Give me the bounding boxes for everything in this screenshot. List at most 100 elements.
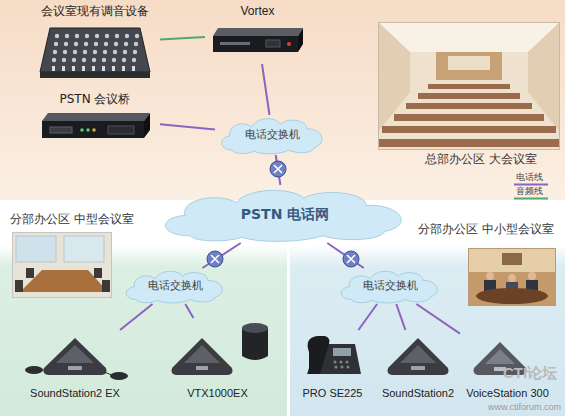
node-label: 电话交换机 [120,280,230,293]
legend-line-sample [514,183,548,186]
watermark-text: www.ctiforum.com [488,402,561,412]
conference-phone: SoundStation2 [378,330,458,402]
photo-screen [448,56,490,70]
conference-phone: VTX1000EX [160,318,275,402]
node-label: 电话交换机 [215,129,330,142]
decor-path [400,345,436,363]
decor-polygon [144,113,150,138]
decor-circle [113,50,117,54]
meeting-room-photo [468,248,556,306]
phone-line [203,243,241,268]
decor-ellipse [110,372,128,380]
photo-table [476,288,548,304]
node-label: 总部办公区 大会议室 [425,153,537,167]
decor-g [334,361,350,369]
decor-rect [102,66,105,71]
node-label: VoiceStation 300 [460,387,555,400]
photo-seats [378,139,560,147]
decor-svg [20,330,130,382]
phone-line [396,304,405,330]
photo-seats [406,103,532,109]
photo-window [64,236,104,262]
decor-circle [334,361,337,364]
network-cloud: PSTN 电话网 [150,185,420,243]
decor-path [308,336,330,374]
decor-circle [341,366,344,369]
decor-circle [54,42,58,46]
decor-circle [85,34,89,38]
decor-circle [53,50,57,54]
decor-path [388,338,449,375]
router-body [343,251,359,267]
router-body [207,251,223,267]
phone-line [262,64,270,115]
phone-line [358,304,377,330]
photo-person [508,274,516,282]
decor-circle [102,58,106,62]
meeting-room-photo [12,232,112,298]
decor-rect [132,66,135,71]
decor-circle [340,361,343,364]
vortex-device: Vortex [205,4,310,64]
decor-circle [86,128,90,132]
decor-svg [378,330,458,382]
photo-seats [428,84,510,89]
decor-rect [196,366,208,370]
decor-circle [52,58,56,62]
photo-seats [418,93,520,99]
decor-polygon [298,28,303,52]
decor-rect [112,66,115,71]
node-label: SoundStation2 EX [20,387,130,400]
device-illustration [20,330,130,382]
switch-cloud: 电话交换机 [215,115,330,155]
auditorium-photo [378,22,560,150]
decor-path [184,345,220,363]
photo-ceiling [378,22,560,52]
mixer-device: 会议室现有调音设备 [30,4,160,82]
decor-svg [160,318,275,380]
phone-line [327,243,364,268]
decor-circle [75,34,79,38]
decor-circle [335,366,338,369]
decor-rect [68,366,82,370]
photo-picture [502,253,522,265]
photo-bg [468,248,556,306]
phone-line [185,304,193,318]
photo-seats [382,126,556,133]
decor-circle [105,34,109,38]
node-label: 电话交换机 [335,280,445,293]
photo-chair [26,268,34,278]
legend-label: 音频线 [516,186,543,196]
decor-circle [94,42,98,46]
decor-polygon [40,28,150,72]
legend-line [514,184,548,186]
decor-rect [82,66,85,71]
router-symbol [342,250,360,268]
switch-cloud: 电话交换机 [120,268,230,304]
photo-person [528,272,536,280]
router-body [270,161,286,177]
decor-rect [266,40,280,47]
decor-circle [82,58,86,62]
decor-svg [210,24,305,58]
phone-line [276,155,281,185]
decor-rect [213,36,298,52]
node-label: Vortex [205,5,310,19]
decor-rect [40,72,150,78]
decor-circle [287,42,291,46]
router-symbol [269,160,287,178]
router-arrows [347,255,355,263]
decor-rect [50,127,72,133]
decor-svg [38,110,152,142]
decor-rect [333,348,351,356]
decor-circle [112,58,116,62]
node-label: PRO SE225 [295,387,370,400]
decor-circle [73,50,77,54]
phone-line [160,124,215,129]
photo-window [16,236,56,262]
node-label: 分部办公区 中型会议室 [10,213,134,227]
decor-rect [411,366,425,370]
photo-wall [468,248,556,272]
decor-polygon [42,113,150,121]
decor-circle [92,58,96,62]
